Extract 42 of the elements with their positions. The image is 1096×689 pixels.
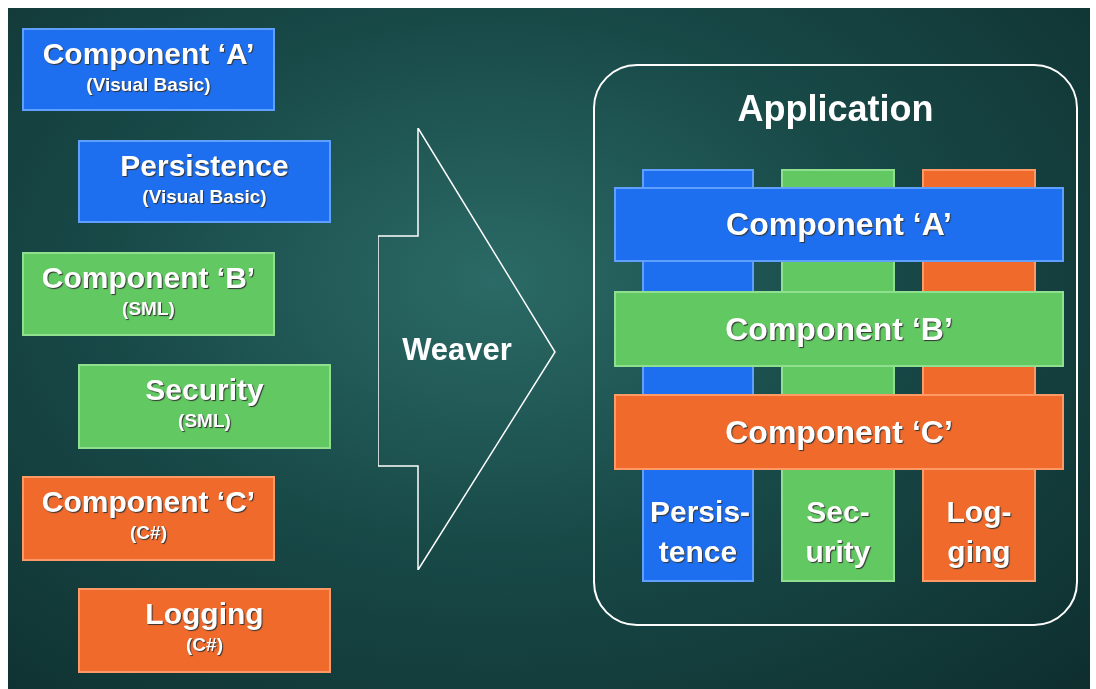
component-box [22,252,275,336]
component-name: Component ‘B’ [40,260,257,296]
aspect-column-segment [642,262,754,291]
component-name: Persistence [119,148,290,184]
component-bar [614,187,1064,262]
component-box [78,588,331,673]
component-name: Component ‘C’ [725,413,953,451]
language-label: (SML) [121,297,176,321]
component-bar [614,394,1064,470]
component-box [22,476,275,561]
application-title: Application [736,88,935,130]
component-box [78,140,331,223]
component-name: Component ‘C’ [40,484,257,520]
component-box [78,364,331,449]
weaver-label: Weaver [401,332,513,368]
component-name: Component ‘B’ [725,310,953,348]
component-name: Logging [144,596,265,632]
aspect-column-segment [642,169,754,187]
component-name: Component ‘A’ [726,206,952,243]
language-label: (Visual Basic) [141,185,268,209]
aspect-name: Persis- tence [649,494,752,570]
language-label: (C#) [185,633,224,657]
component-name: Security [144,372,265,408]
application-container [593,64,1078,626]
language-label: (C#) [129,521,168,545]
aspect-column [781,470,895,582]
component-name: Component ‘A’ [41,36,256,72]
component-bar [614,291,1064,367]
component-box [22,28,275,111]
aspect-column [922,470,1036,582]
aspect-column-segment [781,262,895,291]
language-label: (Visual Basic) [85,73,212,97]
aspect-column-segment [922,169,1036,187]
aspect-name: Log- ging [945,494,1013,570]
aspect-column-segment [922,367,1036,394]
aspect-column [642,470,754,582]
aspect-name: Sec- urity [804,494,872,570]
language-label: (SML) [177,409,232,433]
aspect-column-segment [922,262,1036,291]
aspect-column-segment [781,169,895,187]
aspect-column-segment [781,367,895,394]
aspect-column-segment [642,367,754,394]
